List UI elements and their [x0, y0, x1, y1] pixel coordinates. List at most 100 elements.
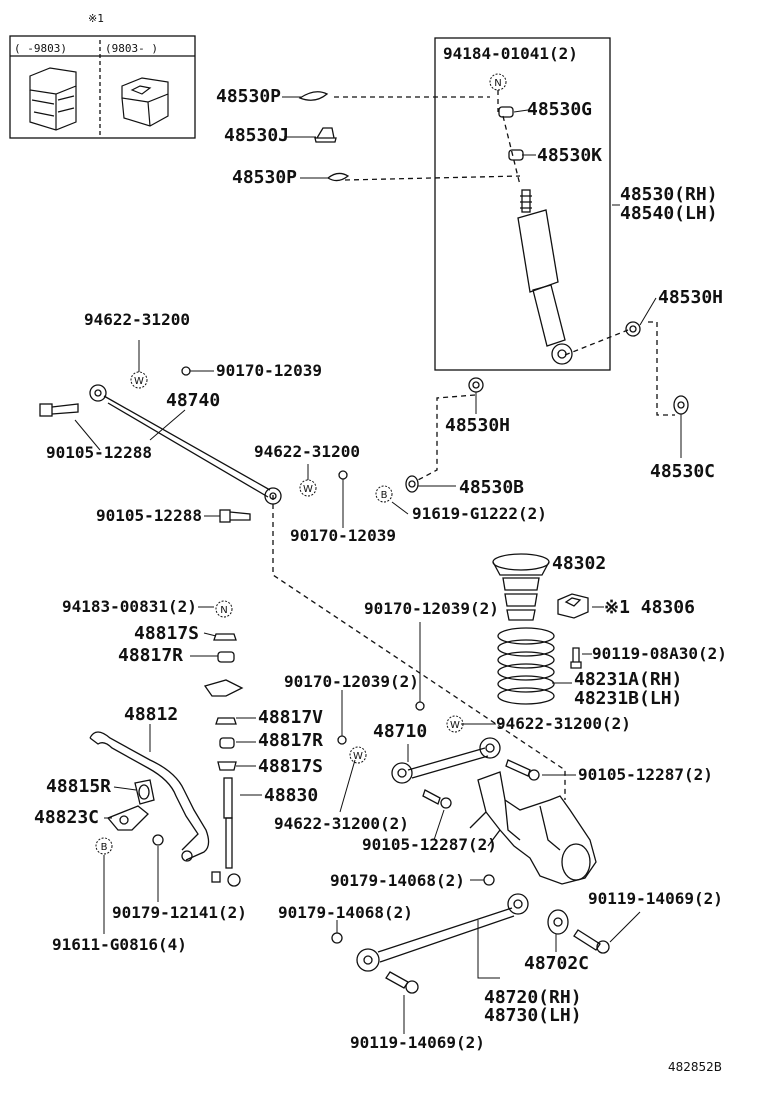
label-48302: 48302: [552, 553, 607, 574]
svg-text:B: B: [101, 842, 108, 853]
diagram-code: 482852B: [668, 1060, 723, 1074]
bracket-48823C-icon: [106, 805, 149, 831]
svg-text:N: N: [220, 605, 227, 616]
label-94622-31200-c: 94622-31200(2): [496, 714, 631, 733]
label-90179-14068-a: 90179-14068(2): [330, 871, 465, 890]
bolt-90119-14069-b-icon: [385, 971, 419, 994]
label-94622-31200-d: 94622-31200(2): [274, 814, 409, 833]
label-48231A-RH: 48231A(RH): [574, 669, 683, 690]
bushing-48530H-left-icon: [468, 377, 484, 393]
label-48720-RH: 48720(RH): [484, 987, 582, 1008]
callout-B-2: B: [95, 837, 113, 855]
svg-text:N: N: [494, 78, 501, 89]
label-94183-00831: 94183-00831(2): [62, 597, 197, 616]
nut-90170-a-icon: [181, 366, 191, 376]
bushing-48530P-bot-icon: [326, 172, 350, 182]
label-91611-G0816: 91611-G0816(4): [52, 935, 187, 954]
shock-absorber-box: [434, 37, 611, 371]
bump-stopper-old-icon: [29, 67, 77, 131]
label-90105-12288-a: 90105-12288: [46, 443, 152, 462]
label-48812: 48812: [124, 704, 179, 725]
label-94622-31200-a: 94622-31200: [84, 310, 190, 329]
cushion-48817R-b-icon: [219, 737, 235, 749]
bushing-48530H-right-icon: [625, 321, 641, 337]
label-90170-12039-c: 90170-12039(2): [364, 599, 499, 618]
label-90119-14069-b: 90119-14069(2): [350, 1033, 485, 1052]
label-48530H-left: 48530H: [445, 415, 511, 436]
label-90119-08A30: 90119-08A30(2): [592, 644, 727, 663]
coil-spring-icon: [497, 627, 555, 705]
callout-W-4: W: [349, 746, 367, 764]
retainer-48817S-a-icon: [213, 633, 237, 641]
label-48530P-bottom: 48530P: [232, 167, 298, 188]
label-48817S-a: 48817S: [134, 623, 200, 644]
washer-48530B-icon: [405, 475, 419, 493]
svg-text:W: W: [450, 720, 460, 731]
washer-48530C-icon: [673, 395, 689, 415]
inset-col-left: ( -9803): [14, 42, 67, 55]
label-94184-01041: 94184-01041(2): [443, 44, 578, 63]
label-48540-LH: 48540(LH): [620, 203, 718, 224]
cushion-48530G-icon: [498, 106, 514, 118]
callout-W-2: W: [299, 479, 317, 497]
label-48530J: 48530J: [224, 125, 290, 146]
label-90170-12039-d: 90170-12039(2): [284, 672, 419, 691]
axle-bracket-icon: [469, 771, 597, 885]
label-90105-12287-a: 90105-12287(2): [578, 765, 713, 784]
label-48817R-a: 48817R: [118, 645, 184, 666]
nut-90179-14068-a-icon: [483, 874, 495, 886]
label-48530P-top: 48530P: [216, 86, 282, 107]
lower-control-arm-icon: [356, 893, 529, 972]
svg-text:W: W: [303, 484, 313, 495]
label-48530H-right: 48530H: [658, 287, 724, 308]
inset-col-right: (9803- ): [105, 42, 158, 55]
svg-text:B: B: [381, 490, 388, 501]
stabilizer-link-icon: [211, 777, 241, 887]
nut-90170-d-icon: [337, 735, 347, 745]
callout-W-3: W: [446, 715, 464, 733]
label-48702C: 48702C: [524, 953, 590, 974]
inset-note-mark: ※1: [88, 12, 104, 25]
svg-text:W: W: [134, 376, 144, 387]
bolt-90105-12287-b-icon: [422, 789, 452, 809]
retainer-48817S-b-icon: [217, 761, 237, 771]
label-90105-12287-b: 90105-12287(2): [362, 835, 497, 854]
callouts: N W W B N W W B: [95, 73, 507, 855]
bump-stopper-new-icon: [121, 77, 169, 127]
label-48530-RH: 48530(RH): [620, 184, 718, 205]
label-48530B: 48530B: [459, 477, 525, 498]
bolt-90119-08A30-icon: [570, 647, 582, 669]
stabilizer-end-icon: [181, 850, 193, 862]
washer-48530J-icon: [314, 127, 337, 143]
label-48710: 48710: [373, 721, 428, 742]
nut-90179-12141-icon: [152, 834, 164, 846]
label-48730-LH: 48730(LH): [484, 1005, 582, 1026]
label-90170-12039-a: 90170-12039: [216, 361, 322, 380]
label-90179-14068-b: 90179-14068(2): [278, 903, 413, 922]
stabilizer-bar-icon: [89, 731, 210, 861]
callout-B-1: B: [375, 485, 393, 503]
callout-N-1: N: [489, 73, 507, 91]
label-48830: 48830: [264, 785, 319, 806]
solid-leaders: [74, 96, 682, 1034]
label-90119-14069-a: 90119-14069(2): [588, 889, 723, 908]
label-90179-12141: 90179-12141(2): [112, 903, 247, 922]
label-90170-12039-b: 90170-12039: [290, 526, 396, 545]
bolt-90105-12288-b-icon: [219, 509, 251, 523]
shock-absorber-icon: [517, 189, 573, 365]
bolt-90105-12288-a-icon: [39, 403, 79, 417]
label-91619-G1222: 91619-G1222(2): [412, 504, 547, 523]
bump-stopper-48306-icon: [557, 593, 589, 619]
bolt-90105-12287-a-icon: [505, 759, 540, 781]
cushion-48817R-a-icon: [217, 651, 235, 663]
nut-90170-c-icon: [415, 701, 425, 711]
label-48530G: 48530G: [527, 99, 593, 120]
label-48530K: 48530K: [537, 145, 603, 166]
nut-90170-b-icon: [338, 470, 348, 480]
label-48815R: 48815R: [46, 776, 112, 797]
callout-N-2: N: [215, 600, 233, 618]
nut-90179-14068-b-icon: [331, 932, 343, 944]
label-48306: ※1 48306: [604, 597, 695, 618]
label-48530C: 48530C: [650, 461, 716, 482]
callout-W-1: W: [130, 371, 148, 389]
